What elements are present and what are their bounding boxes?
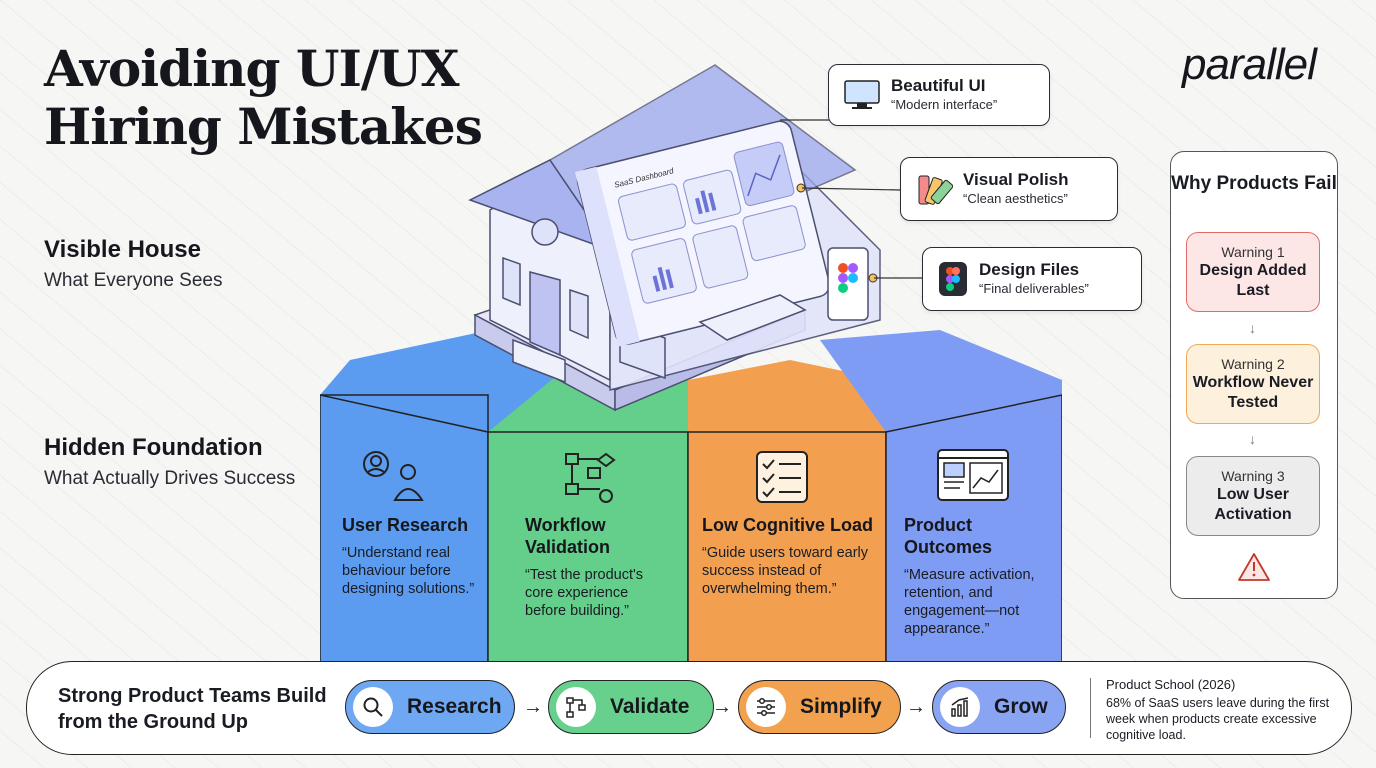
warning-text: Low User Activation [1214, 486, 1292, 523]
foundation-cognitive-load: Low Cognitive Load “Guide users toward e… [702, 514, 874, 598]
flow-icon [566, 697, 586, 718]
arrow-down-icon: ↓ [1249, 320, 1256, 336]
foundation-product-outcomes: Product Outcomes “Measure activation, re… [904, 514, 1052, 638]
house-window [569, 288, 589, 340]
arrow-right-icon: → [523, 696, 543, 718]
visible-house-section: Visible House What Everyone Sees [44, 236, 222, 292]
step-research: Research [345, 680, 515, 734]
divider [1090, 678, 1091, 738]
monitor-icon [844, 80, 880, 109]
foundation-user-research: User Research “Understand real behaviour… [342, 514, 482, 598]
cognitive-top-face [688, 360, 886, 432]
figma-icon [939, 262, 967, 296]
house-window [502, 256, 521, 307]
round-window [531, 218, 559, 246]
warning-text: Workflow Never Tested [1192, 374, 1314, 411]
statistic-note: Product School (2026) 68% of SaaS users … [1106, 676, 1334, 743]
callout-sub: “Modern interface” [891, 97, 998, 112]
callout-sub: “Final deliverables” [979, 281, 1089, 296]
foundation-desc: “Understand real behaviour before design… [342, 545, 475, 597]
foundation-desc: “Test the product's core experience befo… [525, 567, 644, 619]
flow-icon [565, 452, 616, 503]
foundation-workflow-validation: Workflow Validation “Test the product's … [525, 514, 665, 620]
arrow-right-icon: → [906, 696, 926, 718]
figma-file [827, 247, 869, 321]
why-products-fail-panel: Why Products Fail Warning 1 Design Added… [1170, 151, 1338, 599]
house-door [529, 271, 561, 357]
warning-card-1: Warning 1 Design Added Last [1186, 232, 1320, 312]
step-validate: Validate [548, 680, 714, 734]
hidden-foundation-sub: What Actually Drives Success [44, 468, 296, 489]
outcomes-top-face [820, 330, 1062, 432]
users-icon [363, 451, 424, 501]
foundation-title: User Research [342, 515, 469, 535]
arrow-right-icon: → [712, 696, 732, 718]
checklist-icon [756, 451, 808, 503]
callout-title: Beautiful UI [891, 76, 986, 95]
dashboard-sidebar [574, 166, 640, 347]
foundation-title: Low Cognitive Load [702, 515, 873, 535]
tablet [698, 294, 807, 341]
search-icon [363, 697, 383, 717]
foundation-title: Workflow Validation [525, 515, 611, 557]
arrow-down-icon: ↓ [1249, 431, 1256, 447]
stat-text: 68% of SaaS users leave during the first… [1106, 696, 1330, 742]
step-simplify: Simplify [738, 680, 901, 734]
warning-card-3: Warning 3 Low User Activation [1186, 456, 1320, 536]
visible-house-sub: What Everyone Sees [44, 270, 223, 291]
bottom-heading: Strong Product Teams Build from the Grou… [58, 685, 327, 733]
callout-beautiful-ui: Beautiful UI “Modern interface” [828, 64, 1050, 126]
hidden-foundation-heading: Hidden Foundation [44, 434, 263, 461]
step-label: Research [407, 695, 502, 718]
step-label: Validate [610, 695, 690, 718]
callout-title: Design Files [979, 260, 1080, 279]
warning-triangle-icon [1238, 553, 1270, 581]
hidden-foundation-section: Hidden Foundation What Actually Drives S… [44, 434, 295, 490]
brand-logo: parallel [1182, 40, 1317, 89]
outcomes-column [885, 394, 1062, 663]
foundation-desc: “Guide users toward early success instea… [702, 545, 869, 597]
sidebar-heading: Why Products Fail [1171, 173, 1337, 194]
warning-label: Warning 3 [1221, 468, 1285, 484]
page-title: Avoiding UI/UX Hiring Mistakes [44, 39, 483, 156]
callout-sub: “Clean aesthetics” [963, 191, 1068, 206]
foundation-title: Product Outcomes [904, 515, 993, 557]
callout-design-files: Design Files “Final deliverables” [922, 247, 1142, 311]
step-grow: Grow [932, 680, 1066, 734]
callout-title: Visual Polish [963, 170, 1069, 189]
step-label: Simplify [800, 695, 882, 718]
front-steps [512, 338, 566, 384]
step-label: Grow [994, 695, 1048, 718]
visible-house-heading: Visible House [44, 236, 201, 263]
sliders-icon [757, 697, 775, 717]
growth-chart-icon [951, 697, 969, 717]
stat-source: Product School (2026) [1106, 677, 1236, 692]
warning-card-2: Warning 2 Workflow Never Tested [1186, 344, 1320, 424]
warning-label: Warning 1 [1221, 244, 1285, 260]
house-illustration: SaaS Dashboard [468, 64, 881, 412]
callout-visual-polish: Visual Polish “Clean aesthetics” [900, 157, 1118, 221]
warning-label: Warning 2 [1221, 356, 1285, 372]
palette-icon [918, 175, 953, 205]
warning-text: Design Added Last [1199, 262, 1307, 299]
foundation-desc: “Measure activation, retention, and enga… [904, 567, 1035, 637]
analytics-icon [937, 449, 1009, 501]
